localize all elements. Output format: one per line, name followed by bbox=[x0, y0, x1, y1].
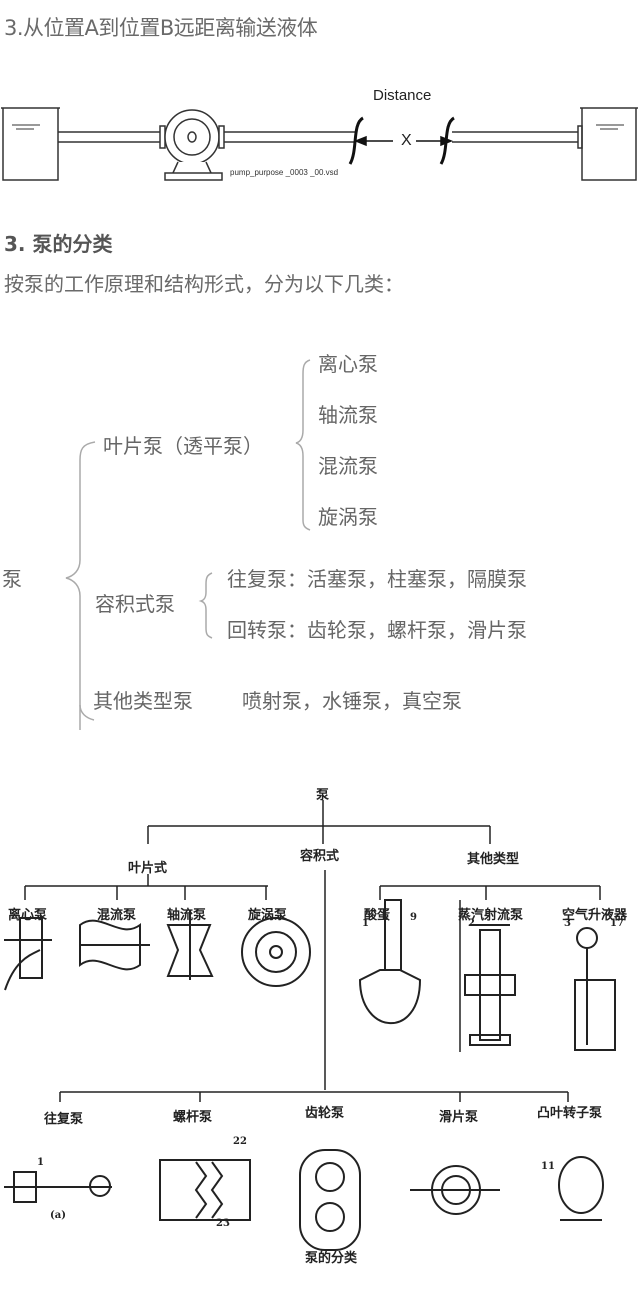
classification-tree: 泵 叶片泵（透平泵） 离心泵 轴流泵 混流泵 旋涡泵 容积式泵 往复泵：活塞泵，… bbox=[0, 330, 640, 730]
diagram-positive-type: 齿轮泵 bbox=[305, 1106, 345, 1121]
tree-branch-vane: 叶片泵（透平泵） bbox=[103, 434, 263, 458]
mixed-flow-pump-illustration bbox=[79, 919, 150, 971]
screw-pump-illustration bbox=[159, 1159, 251, 1221]
tree-leaf: 混流泵 bbox=[318, 454, 378, 478]
tree-leaf: 回转泵：齿轮泵，螺杆泵，滑片泵 bbox=[227, 618, 527, 642]
callout: 17 bbox=[610, 918, 624, 929]
diagram-positive-type: 凸叶转子泵 bbox=[537, 1106, 603, 1121]
vane-pump-illustration bbox=[410, 1165, 500, 1215]
diagram-l1-vane: 叶片式 bbox=[128, 861, 168, 876]
tree-leaf: 离心泵 bbox=[318, 352, 378, 376]
pump-body bbox=[164, 109, 225, 181]
tree-branch-positive: 容积式泵 bbox=[95, 592, 175, 616]
diagram-l1-positive: 容积式 bbox=[300, 849, 340, 864]
callout: 11 bbox=[541, 1161, 555, 1172]
diagram-positive-type: 滑片泵 bbox=[439, 1110, 479, 1125]
diagram-root: 泵 bbox=[316, 788, 330, 803]
tree-leaf: 往复泵：活塞泵，柱塞泵，隔膜泵 bbox=[227, 567, 527, 591]
positive-brace bbox=[198, 572, 213, 639]
tank-right bbox=[580, 107, 638, 181]
air-lift-illustration bbox=[574, 927, 616, 1051]
tank-left bbox=[1, 107, 60, 181]
break-symbol-right bbox=[439, 116, 455, 165]
diagram-positive-type: 往复泵 bbox=[44, 1112, 84, 1127]
vane-brace bbox=[295, 359, 311, 531]
diagram-vane-type: 旋涡泵 bbox=[248, 908, 288, 923]
tree-leaf: 喷射泵，水锤泵，真空泵 bbox=[242, 689, 462, 713]
tree-leaf: 旋涡泵 bbox=[318, 505, 378, 529]
diagram-vane-type: 离心泵 bbox=[8, 908, 48, 923]
callout: (a) bbox=[50, 1210, 66, 1221]
break-symbol-left bbox=[348, 116, 364, 165]
diagram-vane-type: 轴流泵 bbox=[167, 908, 207, 923]
pipe-left bbox=[58, 125, 166, 149]
diagram-other-type: 酸蛋 bbox=[364, 908, 391, 923]
callout: 3 bbox=[564, 918, 571, 929]
section-heading-classification: 3. 泵的分类 bbox=[4, 232, 113, 256]
reciprocating-pump-illustration bbox=[4, 1171, 112, 1203]
centrifugal-pump-illustration bbox=[4, 917, 52, 991]
figure-filename: pump_purpose _0003 _00.vsd bbox=[230, 168, 339, 177]
diagram-l1-other: 其他类型 bbox=[467, 852, 520, 867]
callout: 1 bbox=[362, 918, 369, 929]
steam-jet-pump-illustration bbox=[464, 924, 516, 1046]
diagram-lines bbox=[4, 800, 616, 1251]
distance-label: Distance bbox=[373, 87, 432, 104]
gear-pump-illustration bbox=[299, 1149, 361, 1251]
pump-distance-figure: Distance X pump_purpose _0003 _00.vsd bbox=[0, 80, 640, 190]
callout: 23 bbox=[216, 1218, 230, 1229]
axial-flow-pump-illustration bbox=[166, 910, 214, 980]
distance-arrows bbox=[353, 135, 454, 147]
tree-braces bbox=[65, 359, 311, 730]
diagram-other-type: 空气升液器 bbox=[562, 908, 628, 923]
diagram-other-type: 蒸汽射流泵 bbox=[458, 908, 524, 923]
vortex-pump-illustration bbox=[241, 917, 311, 987]
section-heading-transport: 3.从位置A到位置B远距离输送液体 bbox=[4, 16, 318, 40]
diagram-positive-type: 螺杆泵 bbox=[173, 1110, 213, 1125]
diagram-vane-type: 混流泵 bbox=[97, 908, 137, 923]
pump-distance-drawing bbox=[1, 107, 638, 181]
tree-root: 泵 bbox=[2, 567, 22, 591]
callout: 9 bbox=[410, 912, 417, 923]
callout: 2 bbox=[468, 918, 475, 929]
x-label: X bbox=[401, 132, 412, 149]
callout: 1 bbox=[37, 1157, 44, 1168]
classification-intro: 按泵的工作原理和结构形式，分为以下几类： bbox=[4, 272, 404, 296]
lobe-pump-illustration bbox=[558, 1156, 604, 1221]
pump-classification-diagram: 泵 叶片式 容积式 其他类型 离心泵 混流泵 轴流泵 旋涡泵 酸蛋 蒸汽射流泵 … bbox=[0, 780, 640, 1280]
tree-leaf: 轴流泵 bbox=[318, 403, 378, 427]
tree-branch-other: 其他类型泵 bbox=[93, 689, 193, 713]
callout: 22 bbox=[233, 1136, 247, 1147]
diagram-caption: 泵的分类 bbox=[305, 1251, 358, 1266]
root-brace bbox=[65, 441, 96, 730]
acid-egg-illustration bbox=[358, 899, 422, 1025]
